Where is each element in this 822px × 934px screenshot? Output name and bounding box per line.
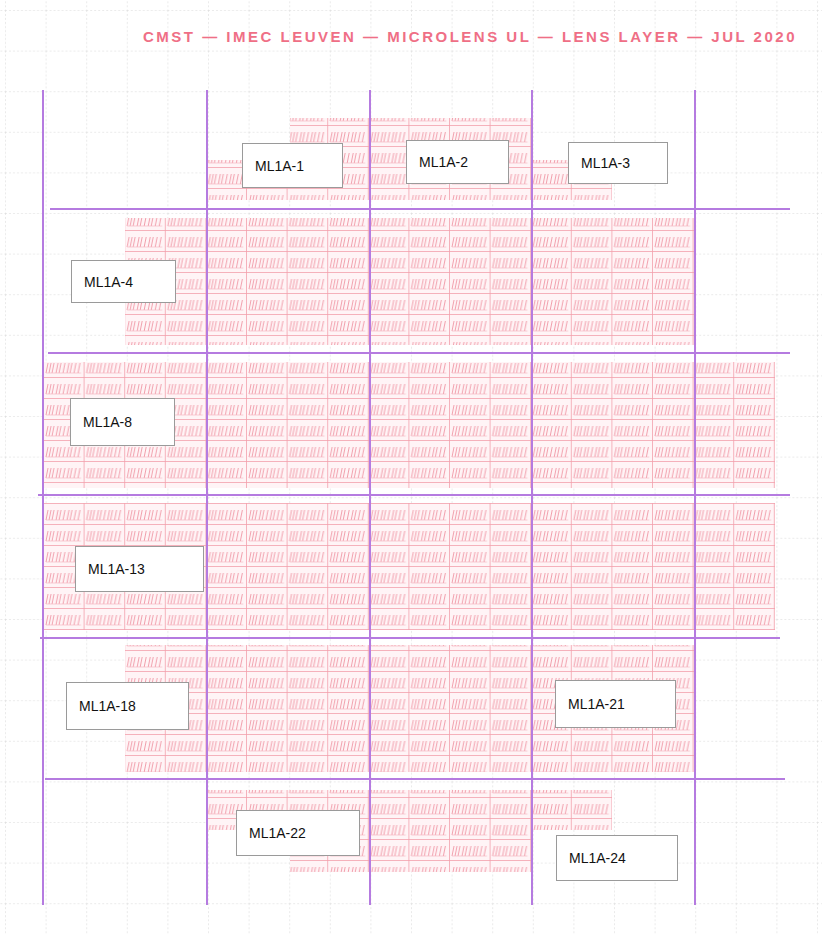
die-label-box: ML1A-2 bbox=[406, 140, 509, 184]
die-label: ML1A-4 bbox=[84, 274, 133, 290]
die-label: ML1A-2 bbox=[419, 154, 468, 170]
die-label-box: ML1A-22 bbox=[236, 810, 360, 856]
die-label-box: ML1A-3 bbox=[568, 142, 668, 184]
die-label: ML1A-3 bbox=[581, 155, 630, 171]
die-label: ML1A-18 bbox=[79, 698, 136, 714]
die-label: ML1A-1 bbox=[255, 158, 304, 174]
die-label-box: ML1A-13 bbox=[75, 546, 204, 592]
die-label-box: ML1A-8 bbox=[70, 398, 175, 446]
die-label: ML1A-21 bbox=[568, 696, 625, 712]
die-label: ML1A-22 bbox=[249, 825, 306, 841]
die-label-box: ML1A-21 bbox=[555, 680, 676, 728]
die-label: ML1A-8 bbox=[83, 414, 132, 430]
die-label-box: ML1A-18 bbox=[66, 682, 189, 730]
die-label: ML1A-24 bbox=[569, 850, 626, 866]
die-label-box: ML1A-4 bbox=[71, 260, 176, 303]
diagram-title: CMST — IMEC LEUVEN — MICROLENS UL — LENS… bbox=[120, 28, 820, 45]
die-label-box: ML1A-1 bbox=[242, 143, 343, 188]
die-label: ML1A-13 bbox=[88, 561, 145, 577]
reticle-grid bbox=[38, 90, 790, 905]
die-label-box: ML1A-24 bbox=[556, 835, 678, 881]
